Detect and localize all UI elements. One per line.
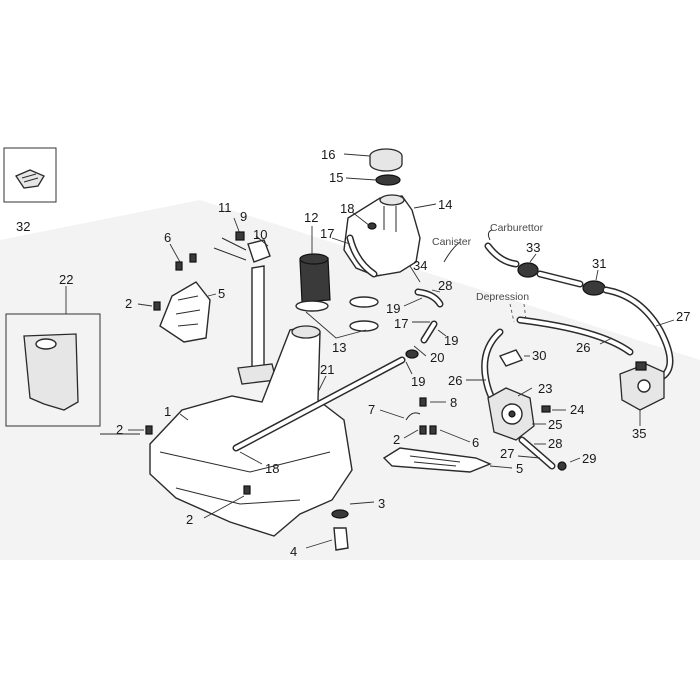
callout-28a: 28 xyxy=(438,278,452,293)
clamp-29 xyxy=(557,461,567,471)
callout-9: 9 xyxy=(240,209,247,224)
detail-box-32 xyxy=(3,147,57,203)
callout-34: 34 xyxy=(413,258,427,273)
fuel-hose-21 xyxy=(232,356,406,452)
callout-18b: 18 xyxy=(265,461,279,476)
breather-hose-17b xyxy=(414,288,444,308)
callout-27b: 27 xyxy=(500,446,514,461)
callout-26b: 26 xyxy=(448,373,462,388)
callout-22: 22 xyxy=(59,272,73,287)
carburettor-leader xyxy=(487,229,493,241)
hose-clamps-13 xyxy=(295,296,379,332)
callout-19a: 19 xyxy=(386,301,400,316)
callout-2b: 2 xyxy=(116,422,123,437)
screw-11 xyxy=(235,231,245,241)
callout-17b: 17 xyxy=(394,316,408,331)
callout-31: 31 xyxy=(592,256,606,271)
callout-30: 30 xyxy=(532,348,546,363)
filter-31 xyxy=(582,280,606,296)
screw-2b xyxy=(145,425,153,435)
callout-2a: 2 xyxy=(125,296,132,311)
screw-2a xyxy=(153,301,161,311)
label-carburettor: Carburettor xyxy=(490,222,544,234)
callout-13: 13 xyxy=(332,340,346,355)
callout-23: 23 xyxy=(538,381,552,396)
callout-14: 14 xyxy=(438,197,452,212)
callout-5a: 5 xyxy=(218,286,225,301)
fuel-pump-23 xyxy=(487,387,535,441)
valve-35 xyxy=(619,361,665,411)
callout-7: 7 xyxy=(368,402,375,417)
callout-35: 35 xyxy=(632,426,646,441)
callout-1: 1 xyxy=(164,404,171,419)
callout-6a: 6 xyxy=(164,230,171,245)
carb-hose-2 xyxy=(536,270,584,288)
filter-33 xyxy=(517,262,539,278)
label-canister: Canister xyxy=(432,236,472,248)
callout-19b: 19 xyxy=(444,333,458,348)
filler-neck-reservoir xyxy=(343,194,421,277)
callout-12: 12 xyxy=(304,210,318,225)
callout-19c: 19 xyxy=(411,374,425,389)
breather-hose-17 xyxy=(346,222,378,278)
callout-5b: 5 xyxy=(516,461,523,476)
filler-gasket xyxy=(375,174,401,186)
callout-2c: 2 xyxy=(393,432,400,447)
callout-11: 11 xyxy=(218,200,232,215)
level-sender-9 xyxy=(213,237,277,385)
screw-2d xyxy=(243,485,251,495)
screw-6b xyxy=(189,253,197,263)
callout-21: 21 xyxy=(320,362,334,377)
detail-box-22 xyxy=(5,286,101,427)
screw-6a xyxy=(175,261,183,271)
callout-8: 8 xyxy=(450,395,457,410)
callout-28b: 28 xyxy=(548,436,562,451)
screw-2c xyxy=(419,425,427,435)
fuel-hose-27b xyxy=(518,436,556,470)
bracket-5-lower xyxy=(382,447,492,473)
callout-6b: 6 xyxy=(472,435,479,450)
canister-line xyxy=(443,241,461,263)
bracket-5-upper xyxy=(159,281,211,343)
callout-27a: 27 xyxy=(676,309,690,324)
filter-sleeve-12 xyxy=(299,253,331,303)
fuel-hose-27 xyxy=(602,286,674,382)
callout-33: 33 xyxy=(526,240,540,255)
callout-15: 15 xyxy=(329,170,343,185)
screw-8 xyxy=(419,397,427,407)
callout-24: 24 xyxy=(570,402,584,417)
screw-24 xyxy=(541,405,551,413)
callout-4: 4 xyxy=(290,544,297,559)
callout-29: 29 xyxy=(582,451,596,466)
callout-18a: 18 xyxy=(340,201,354,216)
filler-cap xyxy=(369,148,403,172)
label-depression: Depression xyxy=(476,291,529,303)
callout-3: 3 xyxy=(378,496,385,511)
callout-10: 10 xyxy=(253,227,267,242)
screw-6c xyxy=(429,425,437,435)
callout-32: 32 xyxy=(16,219,30,234)
clip-7 xyxy=(405,412,421,421)
clip-30 xyxy=(498,349,524,367)
hose-connector-17 xyxy=(420,320,438,344)
carburettor-hose xyxy=(484,242,520,268)
callout-16: 16 xyxy=(321,147,335,162)
callout-26a: 26 xyxy=(576,340,590,355)
filter-20 xyxy=(405,349,419,359)
callout-20: 20 xyxy=(430,350,444,365)
callout-17a: 17 xyxy=(320,226,334,241)
callout-25: 25 xyxy=(548,417,562,432)
fuel-tap xyxy=(331,509,349,551)
callout-2d: 2 xyxy=(186,512,193,527)
